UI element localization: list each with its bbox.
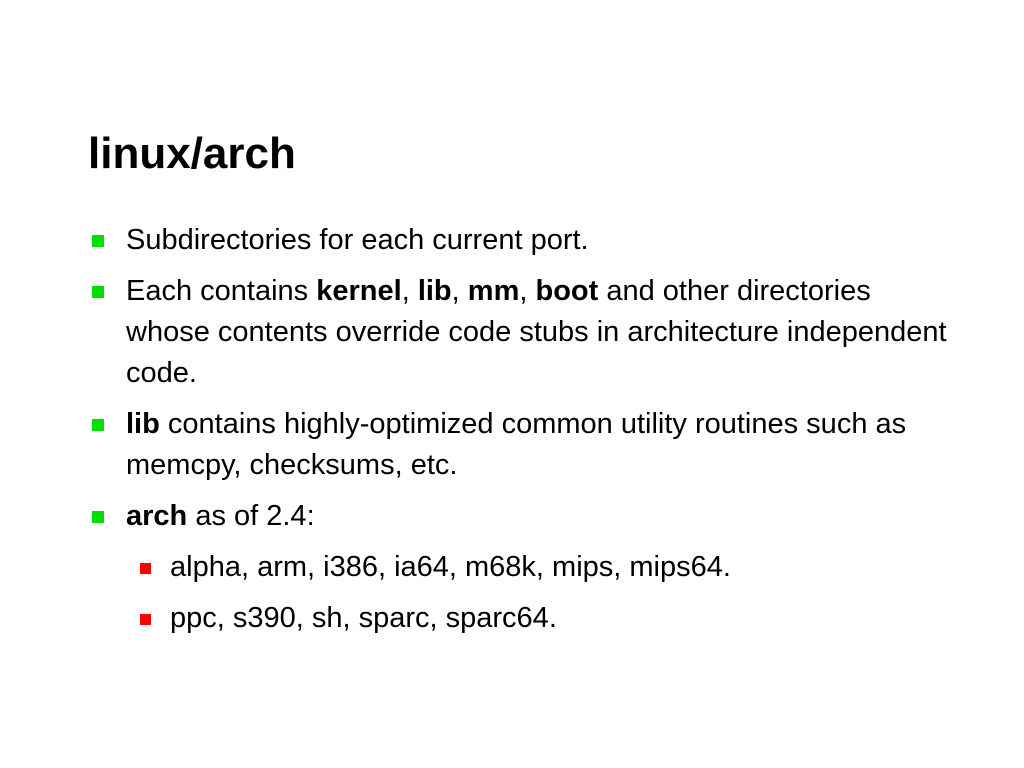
green-square-bullet-icon <box>92 235 104 247</box>
bullet-text: Subdirectories for each current port. <box>126 224 589 256</box>
green-square-bullet-icon <box>92 286 104 298</box>
sub-bullet-item: alpha, arm, i386, ia64, m68k, mips, mips… <box>134 547 948 588</box>
text-segment: ppc, s390, sh, sparc, sparc64. <box>170 602 557 634</box>
text-segment: and other directories whose contents ove… <box>126 275 947 389</box>
bullet-text: Each contains kernel, lib, mm, boot and … <box>126 275 947 389</box>
bullet-text: arch as of 2.4: <box>126 500 315 532</box>
bold-term: boot <box>535 275 599 307</box>
text-segment: , <box>401 275 418 307</box>
slide-title: linux/arch <box>88 129 296 178</box>
bold-term: kernel <box>316 275 402 307</box>
text-segment: Each contains <box>126 275 317 307</box>
green-square-bullet-icon <box>92 511 104 523</box>
bullet-item: arch as of 2.4: <box>88 496 948 537</box>
sub-bullet-item: ppc, s390, sh, sparc, sparc64. <box>134 598 948 639</box>
text-segment: contains highly-optimized common utility… <box>126 408 907 481</box>
bullet-text: lib contains highly-optimized common uti… <box>126 408 906 481</box>
bold-term: lib <box>417 275 452 307</box>
bullet-item: lib contains highly-optimized common uti… <box>88 404 948 486</box>
bullet-text: ppc, s390, sh, sparc, sparc64. <box>170 602 557 634</box>
text-segment: alpha, arm, i386, ia64, m68k, mips, mips… <box>170 551 731 583</box>
bullet-item: Subdirectories for each current port. <box>88 220 948 261</box>
red-square-bullet-icon <box>140 614 151 625</box>
bullet-text: alpha, arm, i386, ia64, m68k, mips, mips… <box>170 551 731 583</box>
bullet-item: Each contains kernel, lib, mm, boot and … <box>88 271 948 394</box>
text-segment: Subdirectories for each current port. <box>126 224 589 256</box>
green-square-bullet-icon <box>92 419 104 431</box>
text-segment: , <box>451 275 468 307</box>
bold-term: mm <box>467 275 520 307</box>
bold-term: arch <box>126 500 188 532</box>
text-segment: as of 2.4: <box>187 500 315 532</box>
red-square-bullet-icon <box>140 563 151 574</box>
bold-term: lib <box>126 408 160 440</box>
bullet-list: Subdirectories for each current port. Eac… <box>88 220 948 649</box>
text-segment: , <box>519 275 536 307</box>
